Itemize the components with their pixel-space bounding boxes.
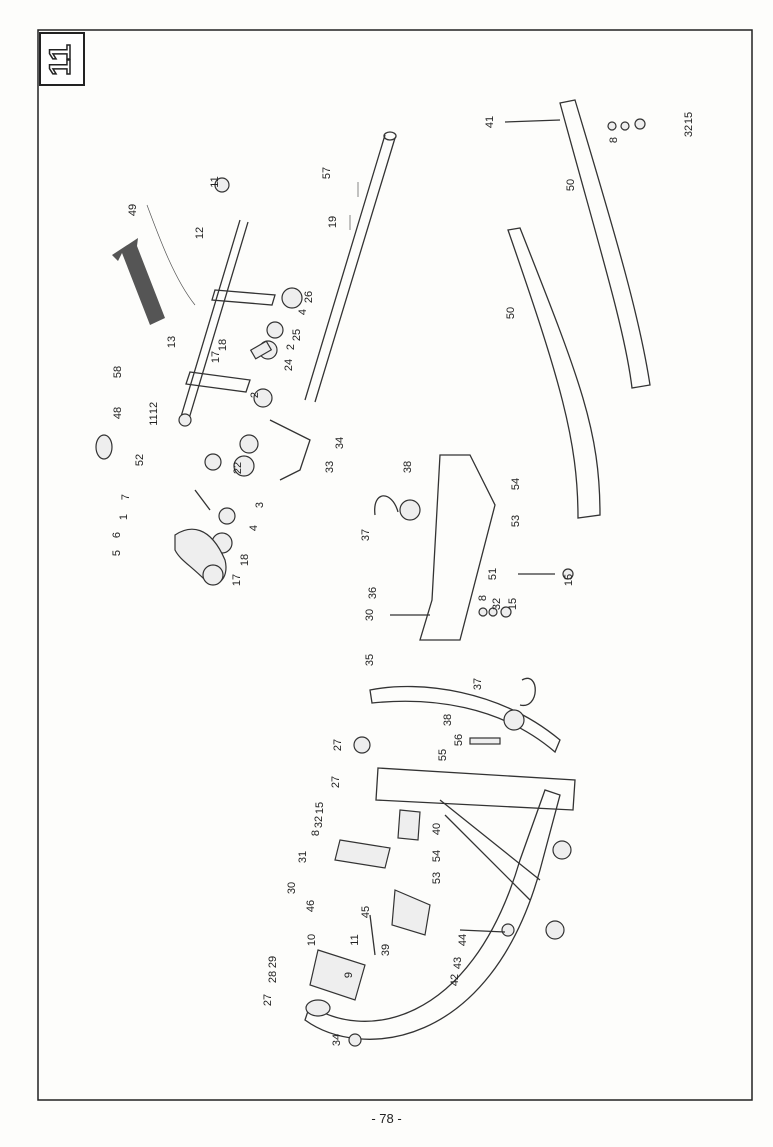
part-number-label: 48	[112, 407, 124, 419]
part-number-label: 6	[111, 532, 123, 538]
part-number-label: 54	[431, 850, 443, 862]
part-number-label: 13	[166, 336, 178, 348]
shaft-assembly	[95, 131, 397, 586]
page-number: - 78 -	[371, 1111, 402, 1126]
part-number-label: 32	[491, 598, 503, 610]
part-number-label: 22	[232, 462, 244, 474]
part-number-label: 30	[286, 882, 298, 894]
part-number-label: 32	[313, 816, 325, 828]
section-badge-text: 11	[44, 44, 77, 76]
part-number-label: 3	[254, 502, 266, 508]
direction-arrow-icon	[112, 238, 165, 325]
part-number-label: 4	[297, 309, 309, 315]
part-number-label: 11	[349, 934, 361, 945]
part-number-label: 24	[283, 359, 295, 371]
mounting-plate	[374, 454, 512, 641]
part-number-label: 15	[314, 802, 326, 814]
section-badge: 11	[39, 32, 85, 86]
main-frame	[304, 677, 576, 1047]
part-number-label: 56	[453, 734, 465, 746]
part-number-label: 51	[487, 568, 499, 580]
part-number-label: 9	[343, 972, 355, 978]
part-number-label: 52	[134, 454, 146, 466]
part-number-label: 11	[209, 176, 221, 187]
part-number-label: 12	[148, 402, 160, 414]
part-number-label: 37	[360, 529, 372, 541]
part-number-label: 35	[364, 654, 376, 666]
part-number-label: 49	[127, 204, 139, 216]
part-number-label: 17	[210, 351, 222, 363]
part-number-label: 39	[380, 944, 392, 956]
part-number-label: 19	[327, 216, 339, 228]
part-number-label: 27	[262, 994, 274, 1006]
part-number-label: 15	[507, 598, 519, 610]
part-number-label: 45	[360, 906, 372, 918]
part-number-label: 30	[364, 609, 376, 621]
part-number-label: 31	[297, 851, 309, 863]
part-number-label: 1	[118, 514, 130, 520]
part-number-label: 17	[231, 574, 243, 586]
part-number-label: 15	[683, 112, 695, 124]
part-number-label: 53	[431, 872, 443, 884]
part-number-label: 5	[111, 550, 123, 556]
part-number-label: 7	[120, 494, 132, 500]
part-number-label: 12	[194, 227, 206, 239]
part-number-label: 55	[437, 749, 449, 761]
part-number-label: 33	[324, 461, 336, 473]
page-frame	[37, 29, 753, 1101]
part-number-label: 50	[505, 307, 517, 319]
part-number-label: 8	[477, 595, 489, 601]
part-number-label: 46	[305, 900, 317, 912]
part-number-label: 32	[683, 125, 695, 137]
part-number-label: 38	[442, 714, 454, 726]
part-number-label: 57	[321, 167, 333, 179]
part-number-label: 2	[249, 392, 261, 398]
support-bars	[504, 99, 651, 580]
part-number-label: 50	[565, 179, 577, 191]
part-number-label: 38	[402, 461, 414, 473]
part-number-label: 36	[367, 587, 379, 599]
part-number-label: 11	[148, 414, 160, 425]
part-number-label: 54	[510, 478, 522, 490]
part-number-label: 8	[310, 830, 322, 836]
part-number-label: 26	[303, 291, 315, 303]
part-number-label: 43	[452, 957, 464, 969]
part-number-label: 18	[217, 339, 229, 351]
part-number-label: 10	[306, 934, 318, 946]
part-number-label: 27	[332, 739, 344, 751]
part-number-label: 29	[267, 956, 279, 968]
part-number-label: 2	[285, 344, 297, 350]
part-number-label: 34	[334, 437, 346, 449]
part-number-label: 28	[267, 971, 279, 983]
part-number-label: 8	[608, 137, 620, 143]
part-number-label: 41	[484, 116, 496, 128]
part-number-label: 44	[457, 934, 469, 946]
part-number-label: 4	[248, 525, 260, 531]
part-number-label: 27	[330, 776, 342, 788]
part-number-label: 42	[449, 974, 461, 986]
part-number-label: 53	[510, 515, 522, 527]
part-number-label: 34	[331, 1034, 343, 1046]
part-number-label: 37	[472, 678, 484, 690]
part-number-label: 25	[291, 329, 303, 341]
part-number-label: 40	[431, 823, 443, 835]
part-number-label: 18	[239, 554, 251, 566]
part-number-label: 58	[112, 366, 124, 378]
part-number-label: 15	[563, 574, 575, 586]
